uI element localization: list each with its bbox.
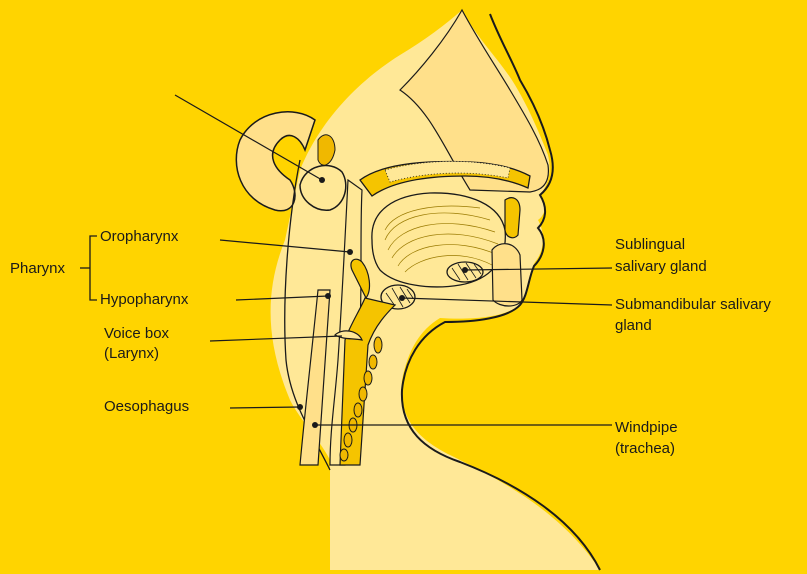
label-windpipe: Windpipe (615, 419, 678, 437)
label-submandibular: Submandibular salivary (615, 296, 771, 314)
upper-teeth (505, 198, 520, 238)
label-voice-box: Voice box (104, 325, 169, 343)
label-hypopharynx: Hypopharynx (100, 291, 188, 309)
label-oesophagus: Oesophagus (104, 398, 189, 416)
label-sublingual-gland: salivary gland (615, 258, 707, 276)
label-pharynx: Pharynx (10, 260, 65, 278)
label-oropharynx: Oropharynx (100, 228, 178, 246)
label-submandibular-gland: gland (615, 317, 652, 335)
label-sublingual: Sublingual (615, 236, 685, 254)
lower-jaw (492, 244, 522, 306)
label-larynx: (Larynx) (104, 345, 159, 363)
pharynx-bracket (90, 236, 97, 300)
label-trachea: (trachea) (615, 440, 675, 458)
